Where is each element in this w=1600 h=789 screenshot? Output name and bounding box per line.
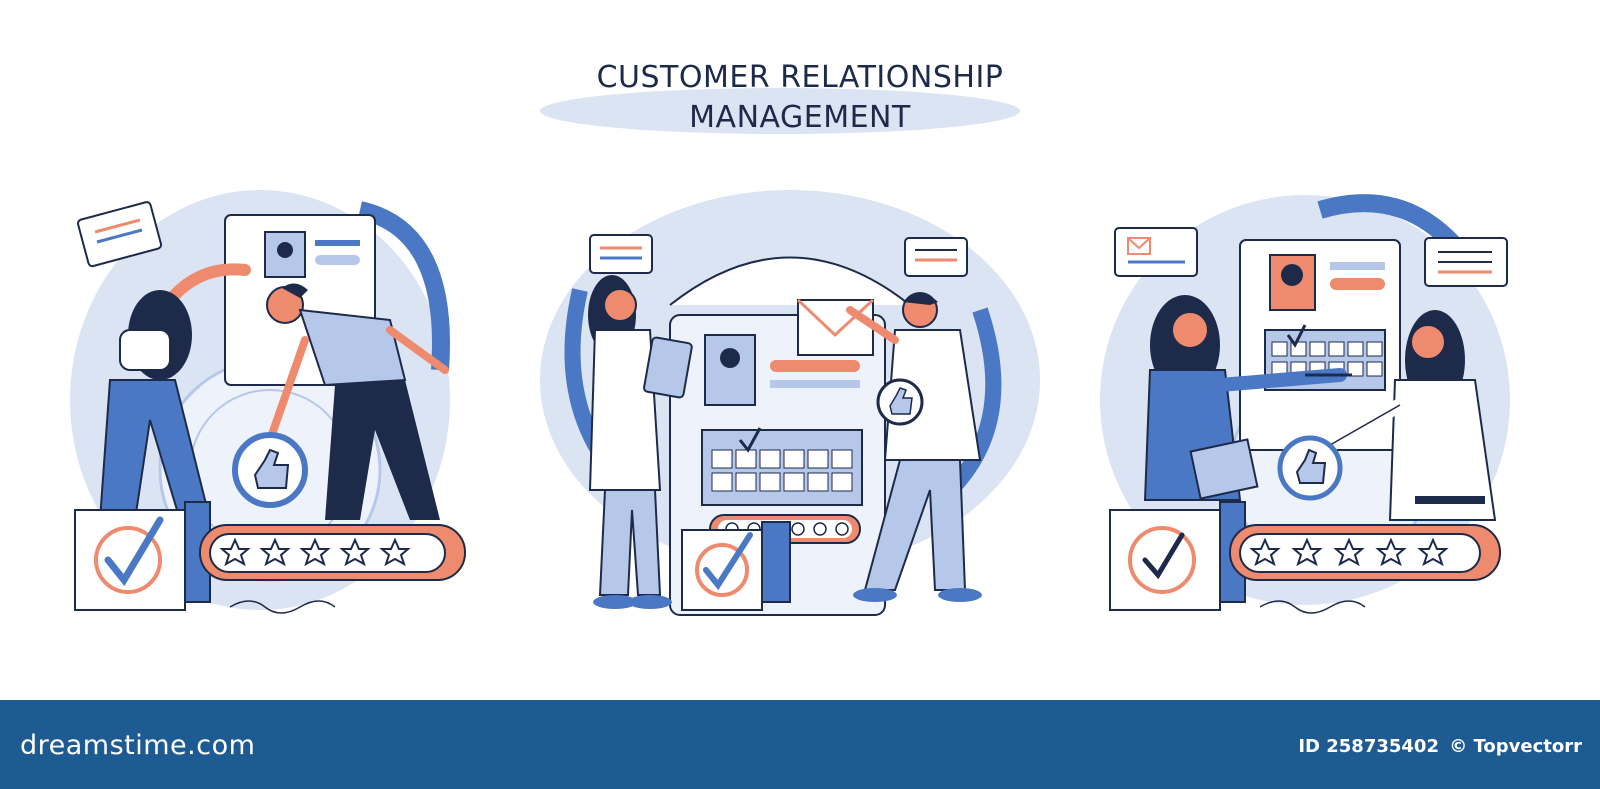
woman-pointing-figure xyxy=(1323,310,1497,521)
profile-card-icon xyxy=(704,334,756,406)
star-icon xyxy=(339,537,371,567)
envelope-icon xyxy=(796,298,875,356)
star-icon xyxy=(1291,537,1323,567)
chat-bubble-icon xyxy=(904,237,968,277)
thumbs-up-icon xyxy=(232,432,308,508)
chat-bubble-icon xyxy=(589,234,653,274)
star-icon xyxy=(1417,537,1449,567)
checkbox-icon xyxy=(681,521,791,611)
star-rating-bar xyxy=(199,524,466,581)
title-background-blob xyxy=(540,88,1020,134)
star-icon xyxy=(259,537,291,567)
checkmark-icon xyxy=(104,516,164,587)
panel-3-illustration xyxy=(1100,194,1510,614)
checkbox-icon xyxy=(1109,501,1246,611)
man-bending-figure xyxy=(266,283,449,520)
image-credit: ID 258735402 © Topvectorr xyxy=(1294,736,1582,757)
panel-1-scene xyxy=(60,170,480,650)
star-icon xyxy=(1249,537,1281,567)
star-icon xyxy=(299,537,331,567)
star-rating-bar xyxy=(1229,524,1501,581)
star-icon xyxy=(813,522,827,536)
calendar-icon xyxy=(701,427,863,506)
watermark-footer: dreamstime.com ID 258735402 © Topvectorr xyxy=(0,700,1600,789)
star-icon xyxy=(835,522,849,536)
thumbs-up-icon xyxy=(876,378,924,426)
doctor-woman-figure xyxy=(588,275,693,609)
doctor-man-figure xyxy=(846,292,982,602)
checkmark-icon xyxy=(738,427,762,453)
brand-logo[interactable]: dreamstime.com xyxy=(20,730,256,761)
panel-1-illustration xyxy=(70,190,466,614)
checkmark-icon xyxy=(1142,532,1185,580)
panel-2-scene xyxy=(520,170,1040,650)
star-icon xyxy=(1375,537,1407,567)
checkmark-icon xyxy=(1286,324,1307,348)
star-icon xyxy=(219,537,251,567)
woman-stretching-figure xyxy=(98,263,251,521)
star-icon xyxy=(1333,537,1365,567)
author-credit[interactable]: © Topvectorr xyxy=(1449,736,1582,757)
envelope-icon xyxy=(1114,227,1198,277)
checkbox-icon xyxy=(74,501,211,611)
image-id: ID 258735402 xyxy=(1298,736,1439,757)
gauge-arc xyxy=(669,256,911,306)
chat-bubble-icon xyxy=(1424,237,1508,287)
woman-writing-figure xyxy=(1143,295,1352,501)
thumbs-up-icon xyxy=(1277,435,1343,501)
title-line-1: CUSTOMER RELATIONSHIP xyxy=(596,60,1004,95)
panel-2-illustration xyxy=(540,190,1040,616)
star-icon xyxy=(379,537,411,567)
notebook-icon xyxy=(1189,438,1259,500)
star-icon xyxy=(791,522,805,536)
page-title: CUSTOMER RELATIONSHIP MANAGEMENT xyxy=(0,58,1600,138)
panel-3-scene xyxy=(1090,170,1520,650)
title-line-2: MANAGEMENT xyxy=(689,100,911,135)
checkmark-icon xyxy=(703,532,753,591)
chat-bubble-icon xyxy=(76,201,163,268)
decorative-arc xyxy=(357,201,450,371)
